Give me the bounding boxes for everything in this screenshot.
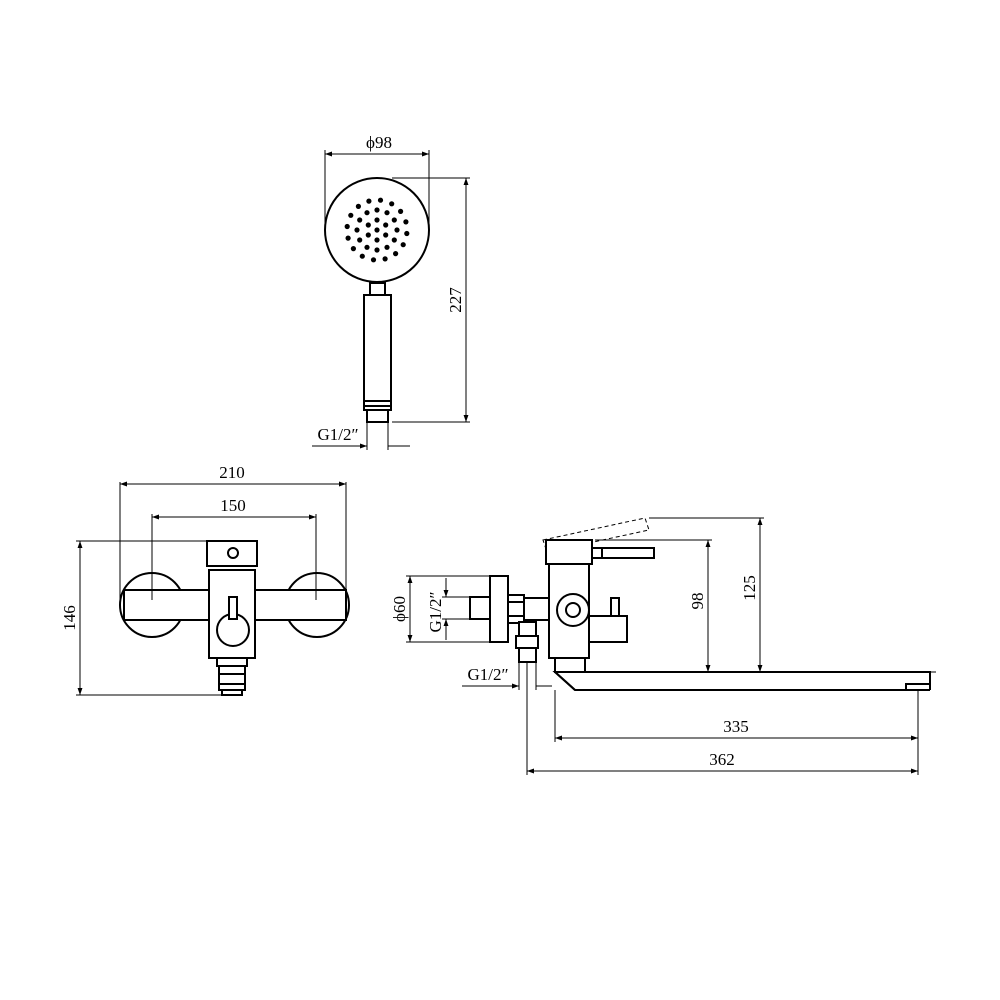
nozzle-dot bbox=[404, 230, 410, 237]
shower-handle bbox=[363, 294, 392, 411]
side-diameter-label: ϕ60 bbox=[390, 596, 409, 622]
nozzle-dot bbox=[384, 244, 390, 250]
shower-nozzles bbox=[344, 197, 410, 263]
shower-height-label: 227 bbox=[446, 287, 465, 313]
side-diverter-knob bbox=[556, 593, 590, 627]
spout bbox=[552, 671, 931, 691]
wall-stub bbox=[469, 596, 491, 620]
nozzle-dot bbox=[357, 237, 363, 243]
nozzle-dot bbox=[403, 219, 409, 225]
union-nut bbox=[507, 594, 525, 624]
nozzle-dot bbox=[393, 251, 399, 257]
inlet-thread-label: G1/2″ bbox=[426, 591, 445, 632]
nozzle-dot bbox=[374, 207, 380, 213]
nozzle-dot bbox=[355, 203, 361, 209]
nozzle-dot bbox=[374, 217, 380, 223]
nozzle-dot bbox=[348, 212, 354, 218]
nozzle-dot bbox=[365, 232, 371, 238]
nozzle-dot bbox=[391, 217, 397, 223]
nozzle-dot bbox=[394, 227, 400, 233]
overall-width-label: 210 bbox=[219, 463, 245, 482]
nozzle-dot bbox=[382, 256, 388, 262]
nozzle-dot bbox=[391, 237, 397, 243]
nozzle-dot bbox=[384, 210, 390, 216]
nozzle-dot bbox=[383, 232, 389, 238]
shower-head-view: ϕ98 227 G1/2″ bbox=[312, 133, 470, 450]
upper-height-label: 125 bbox=[740, 575, 759, 601]
spout-length-label: 335 bbox=[723, 717, 749, 736]
shower-connector bbox=[366, 409, 389, 423]
nozzle-dot bbox=[365, 222, 371, 228]
nozzle-dot bbox=[359, 253, 365, 259]
nozzle-dot bbox=[370, 257, 377, 263]
nozzle-dot bbox=[345, 235, 351, 241]
center-distance-label: 150 bbox=[220, 496, 246, 515]
nozzle-dot bbox=[364, 210, 370, 216]
shower-diameter-label: ϕ98 bbox=[366, 133, 392, 152]
nozzle-dot bbox=[374, 227, 380, 233]
diverter-stem bbox=[228, 596, 238, 620]
nozzle-dot bbox=[364, 244, 370, 250]
nozzle-dot bbox=[374, 247, 380, 253]
lower-height-label: 98 bbox=[688, 593, 707, 610]
bottom-outlet bbox=[218, 665, 246, 691]
shower-thread-label: G1/2″ bbox=[317, 425, 358, 444]
nozzle-dot bbox=[400, 242, 406, 248]
handle-cap bbox=[545, 539, 593, 565]
front-height-label: 146 bbox=[60, 605, 79, 631]
mixer-top-cap bbox=[206, 540, 258, 567]
nozzle-dot bbox=[344, 223, 350, 230]
nozzle-dot bbox=[350, 246, 356, 252]
nozzle-dot bbox=[357, 217, 363, 223]
bottom-fitting bbox=[216, 657, 248, 667]
nozzle-dot bbox=[366, 198, 372, 204]
nozzle-dot bbox=[389, 201, 395, 207]
nozzle-dot bbox=[398, 208, 404, 214]
outlet-thread-label: G1/2″ bbox=[467, 665, 508, 684]
front-view: 210 150 146 bbox=[60, 463, 350, 696]
nozzle-dot bbox=[354, 227, 360, 233]
nozzle-dot bbox=[383, 222, 389, 228]
hose-outlet bbox=[518, 647, 537, 663]
shower-neck bbox=[369, 282, 386, 296]
side-view: ϕ60 G1/2″ G1/2″ 98 125 335 362 bbox=[390, 517, 936, 775]
nozzle-dot bbox=[377, 197, 384, 203]
overall-length-label: 362 bbox=[709, 750, 735, 769]
nozzle-dot bbox=[374, 237, 380, 243]
lever-handle bbox=[591, 547, 655, 559]
side-diverter bbox=[588, 615, 628, 643]
wall-escutcheon-side bbox=[489, 575, 509, 643]
